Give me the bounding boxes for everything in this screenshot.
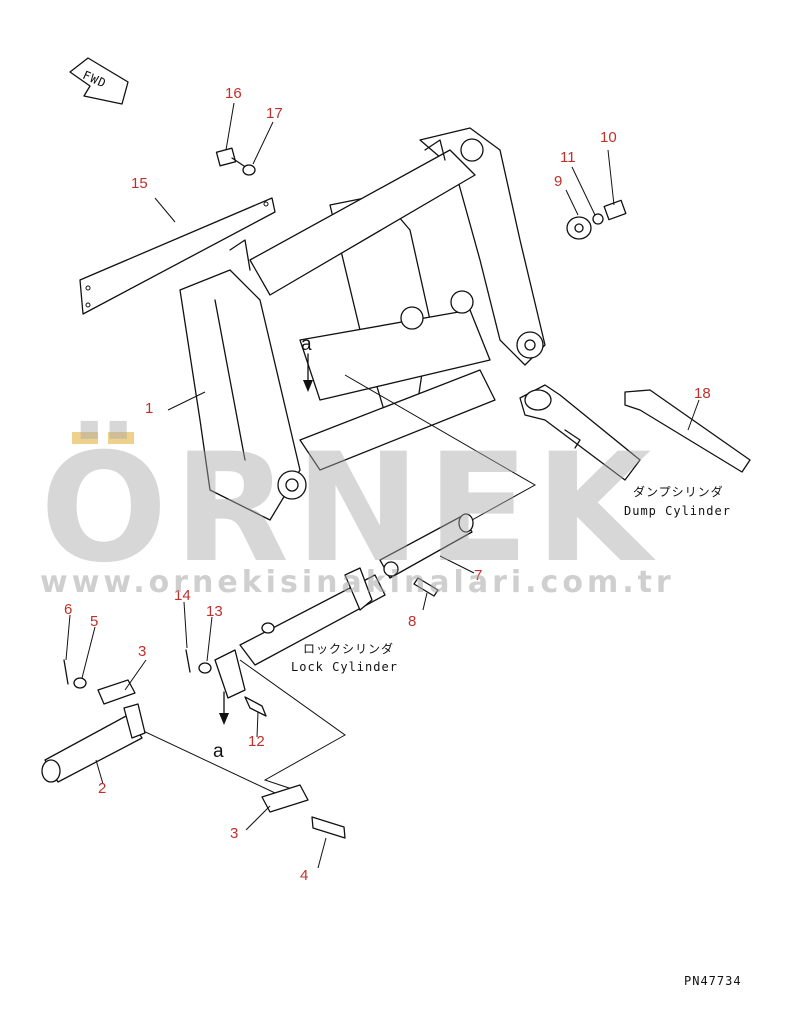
watermark: ÖRNEK www.ornekisinakinalari.com.tr (40, 420, 675, 600)
part-3-plate-upper (97, 679, 136, 705)
callout-8: 8 (408, 613, 416, 630)
callout-15: 15 (131, 175, 148, 192)
callout-17: 17 (266, 105, 283, 122)
lock-cylinder (214, 567, 386, 699)
lock-cylinder-caption-en: Lock Cylinder (291, 660, 398, 674)
callout-5: 5 (90, 613, 98, 630)
part-17-washer (242, 164, 256, 176)
part-1-frame (179, 127, 546, 521)
watermark-url: www.ornekisinakinalari.com.tr (40, 565, 675, 600)
part-3-plate-lower (261, 784, 309, 813)
callout-9: 9 (554, 173, 562, 190)
callout-6: 6 (64, 601, 72, 618)
watermark-brand: ÖRNEK (40, 420, 657, 596)
part-15-plate (79, 197, 276, 315)
callout-10: 10 (600, 129, 617, 146)
view-marker-a-top: a (301, 334, 312, 355)
view-arrow-bottom (219, 691, 229, 725)
callout-3a: 3 (138, 643, 146, 660)
part-6-cotter (63, 659, 69, 685)
dump-cylinder (519, 384, 641, 481)
part-5-washer (73, 677, 87, 689)
callout-16: 16 (225, 85, 242, 102)
part-16-bolt (215, 147, 245, 167)
callout-7: 7 (474, 567, 482, 584)
callout-18: 18 (694, 385, 711, 402)
part-11-washer (592, 213, 604, 225)
part-10-bolt (603, 199, 627, 221)
callout-leaders (65, 102, 700, 869)
callout-3b: 3 (230, 825, 238, 842)
lock-cylinder-caption-jp: ロックシリンダ (303, 641, 394, 656)
part-4-bolt (311, 816, 346, 839)
drawing-number: PN47734 (684, 974, 742, 988)
part-14-cotter (185, 649, 191, 673)
dump-cylinder-caption-en: Dump Cylinder (624, 504, 731, 518)
callout-1: 1 (145, 400, 153, 417)
fwd-arrow-icon: FWD (69, 57, 129, 105)
callout-14: 14 (174, 587, 191, 604)
view-marker-a-bottom: a (213, 741, 224, 762)
callout-2: 2 (98, 780, 106, 797)
part-8-pin (413, 577, 439, 597)
callout-13: 13 (206, 603, 223, 620)
part-9-washer (566, 216, 592, 240)
part-12-pin (244, 696, 267, 717)
part-18-rod (624, 389, 751, 473)
callout-4: 4 (300, 867, 308, 884)
part-2-pin (41, 703, 146, 783)
part-13-washer (198, 662, 212, 674)
dump-cylinder-caption-jp: ダンプシリンダ (633, 484, 724, 499)
callout-12: 12 (248, 733, 265, 750)
part-7-piston (379, 513, 474, 579)
view-arrow-top (303, 353, 313, 392)
callout-11: 11 (560, 149, 576, 166)
